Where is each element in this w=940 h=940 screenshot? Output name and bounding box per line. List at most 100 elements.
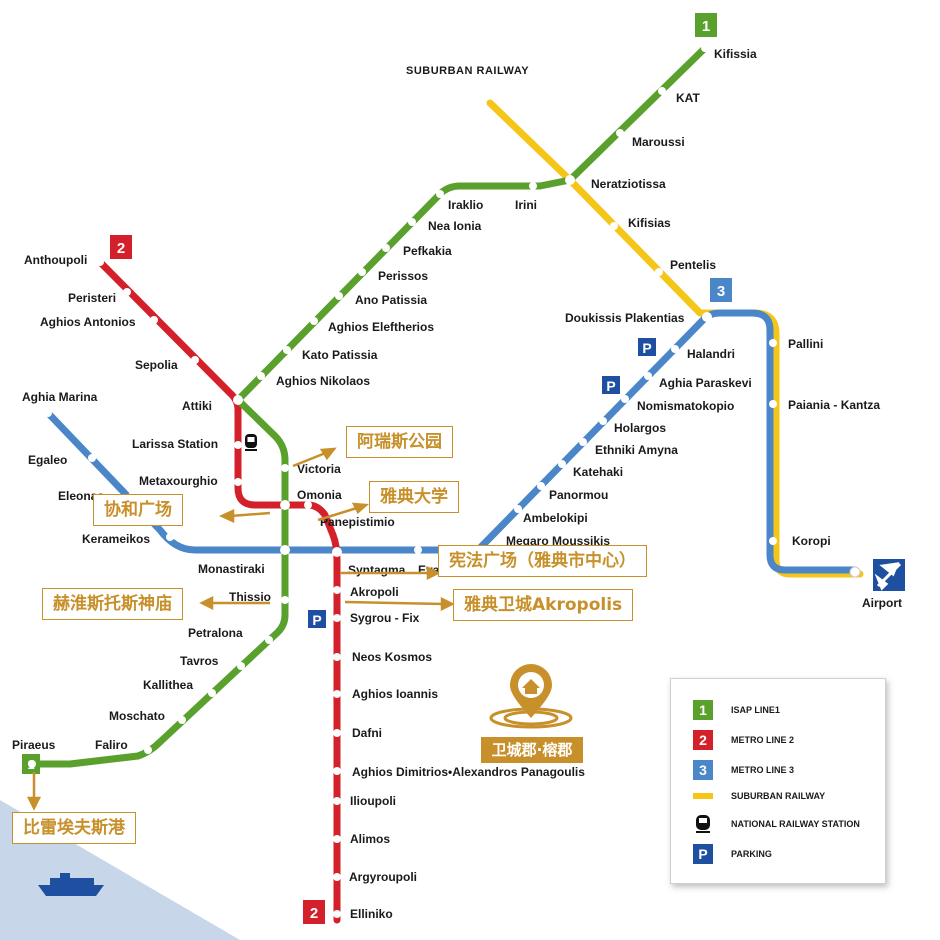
station-aghios-dimitrios: Aghios Dimitrios•Alexandros Panagoulis	[352, 765, 585, 779]
station-dot	[558, 460, 566, 468]
svg-text:2: 2	[310, 905, 318, 922]
station-airport: Airport	[862, 596, 902, 610]
station-aghia-paraskevi: Aghia Paraskevi	[659, 376, 752, 390]
legend-label: METRO LINE 2	[731, 735, 795, 745]
station-labels: Kifissia KAT Maroussi Neratziotissa Irin…	[12, 47, 902, 921]
station-dot	[233, 395, 243, 405]
station-argyroupoli: Argyroupoli	[349, 870, 417, 884]
station-holargos: Holargos	[614, 421, 666, 435]
station-katehaki: Katehaki	[573, 465, 623, 479]
station-koropi: Koropi	[792, 534, 831, 548]
line-1-badge-top: 1	[695, 13, 717, 37]
station-petralona: Petralona	[188, 626, 243, 640]
station-kifisias: Kifisias	[628, 216, 671, 230]
station-dot	[769, 339, 777, 347]
station-pallini: Pallini	[788, 337, 823, 351]
station-dot	[280, 545, 290, 555]
station-ethniki-amyna: Ethniki Amyna	[595, 443, 678, 457]
station-dot	[234, 441, 242, 449]
annotation-omonia-square: 协和广场	[93, 494, 183, 526]
station-dot	[436, 190, 444, 198]
metro-line-3	[44, 309, 859, 574]
station-metaxourghio: Metaxourghio	[139, 474, 218, 488]
station-akropoli: Akropoli	[350, 585, 399, 599]
legend-label: ISAP LINE1	[731, 705, 780, 715]
station-alimos: Alimos	[350, 832, 390, 846]
station-dot	[333, 873, 341, 881]
station-kifissia: Kifissia	[714, 47, 757, 61]
suburban-railway-title: SUBURBAN RAILWAY	[406, 65, 529, 77]
station-ilioupoli: Ilioupoli	[350, 794, 396, 808]
station-aghios-eleftherios: Aghios Eleftherios	[328, 320, 434, 334]
station-kat: KAT	[676, 91, 700, 105]
station-faliro: Faliro	[95, 738, 128, 752]
station-victoria: Victoria	[297, 462, 341, 476]
annotation-piraeus-port: 比雷埃夫斯港	[12, 812, 136, 844]
station-dot	[281, 596, 289, 604]
station-elliniko: Elliniko	[350, 907, 393, 921]
station-dot	[88, 454, 96, 462]
station-dots	[28, 44, 777, 918]
station-dot	[304, 501, 312, 509]
station-dot	[655, 268, 663, 276]
station-kallithea: Kallithea	[143, 678, 193, 692]
station-kato-patissia: Kato Patissia	[302, 348, 378, 362]
station-piraeus: Piraeus	[12, 738, 56, 752]
station-dot	[358, 268, 366, 276]
station-ano-patissia: Ano Patissia	[355, 293, 427, 307]
annotation-acropolis: 雅典卫城Akropolis	[453, 589, 634, 621]
svg-text:3: 3	[717, 283, 725, 300]
station-egaleo: Egaleo	[28, 453, 67, 467]
legend-label: METRO LINE 3	[731, 765, 795, 775]
station-dot	[332, 547, 342, 557]
station-anthoupoli: Anthoupoli	[24, 253, 87, 267]
station-dot	[658, 87, 666, 95]
station-dot	[333, 767, 341, 775]
station-dot	[265, 636, 273, 644]
station-dot	[333, 910, 341, 918]
home-location-label: 卫城郡·榕郡	[481, 737, 583, 763]
station-dot	[414, 546, 422, 554]
line-2-badge-top: 2	[110, 235, 132, 259]
line-3-badge: 3	[710, 278, 732, 302]
station-dot	[565, 175, 575, 185]
station-dot	[335, 292, 343, 300]
airport-terminus	[849, 566, 861, 578]
station-aghios-ioannis: Aghios Ioannis	[352, 687, 438, 701]
station-ambelokipi: Ambelokipi	[523, 511, 588, 525]
station-syntagma: Syntagma	[348, 563, 406, 577]
station-dot	[333, 690, 341, 698]
svg-text:P: P	[606, 378, 615, 394]
national-railway-station-icon	[245, 434, 257, 451]
station-kerameikos: Kerameikos	[82, 532, 150, 546]
station-dot	[257, 372, 265, 380]
station-monastiraki: Monastiraki	[198, 562, 265, 576]
station-dot	[191, 356, 199, 364]
station-peristeri: Peristeri	[68, 291, 116, 305]
line-3-badge: 3	[693, 760, 713, 780]
legend-item-line1: 1 ISAP LINE1	[693, 699, 780, 721]
ship-icon	[38, 873, 104, 896]
station-halandri: Halandri	[687, 347, 735, 361]
station-thissio: Thissio	[229, 590, 271, 604]
station-dot	[208, 689, 216, 697]
station-dot	[144, 746, 152, 754]
legend-item-line3: 3 METRO LINE 3	[693, 759, 794, 781]
svg-text:2: 2	[117, 240, 125, 257]
station-aghia-marina: Aghia Marina	[22, 390, 98, 404]
line-2-badge: 2	[693, 730, 713, 750]
svg-text:P: P	[642, 340, 651, 356]
parking-icon: P	[308, 610, 326, 628]
station-dot	[769, 537, 777, 545]
station-dot	[281, 464, 289, 472]
station-pefkakia: Pefkakia	[403, 244, 452, 258]
station-dot	[644, 372, 652, 380]
airport-icon	[873, 559, 905, 591]
station-dot	[514, 505, 522, 513]
station-paiania-kantza: Paiania - Kantza	[788, 398, 880, 412]
station-sepolia: Sepolia	[135, 358, 178, 372]
station-dot	[123, 288, 131, 296]
station-iraklio: Iraklio	[448, 198, 483, 212]
station-omonia: Omonia	[297, 488, 342, 502]
station-dot	[671, 345, 679, 353]
